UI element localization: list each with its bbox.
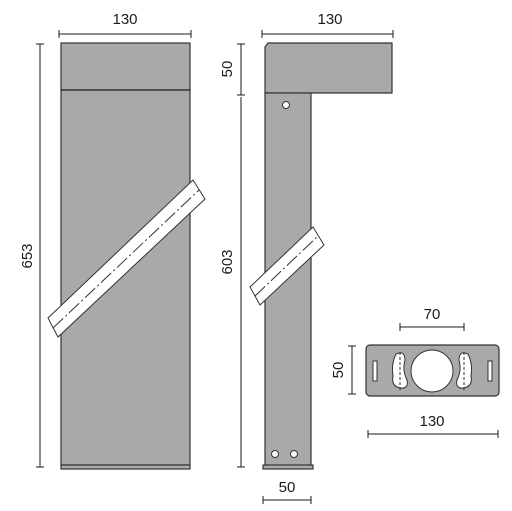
front-base-plate [60,464,191,470]
side-width-dimension: 130 [261,11,394,38]
side-bottom-bolt-right [290,450,298,458]
front-view: 130 653 [19,11,206,470]
base-center-hole [410,349,454,393]
side-head [264,42,393,94]
side-base-plate [262,464,314,470]
base-anchor-slot-left [391,352,408,389]
base-slot-left [372,360,378,382]
side-post-width-label: 50 [279,479,296,496]
base-depth-label: 50 [330,362,347,379]
base-hole-spacing-label: 70 [424,306,441,323]
side-top-bolt [282,101,290,109]
front-height-dimension: 653 [19,43,44,468]
base-depth-dimension: 50 [330,345,356,395]
base-slot-right [487,360,493,382]
front-break-centerline [52,189,200,329]
side-post-height-label: 603 [219,249,236,274]
side-bottom-bolt-left [271,450,279,458]
side-view: 130 50 603 50 [219,11,394,504]
side-break-centerline [254,235,319,297]
front-post [60,89,191,466]
side-head-dimension: 50 [219,43,245,96]
base-plate-view: 70 50 130 [330,306,500,438]
side-post-width-dimension: 50 [262,479,312,504]
base-hole-spacing-dimension: 70 [399,306,465,331]
side-break-band [249,226,325,306]
side-post [264,92,312,468]
side-head-label: 50 [219,61,236,78]
base-anchor-slot-right [456,352,473,389]
front-width-label: 130 [112,11,137,28]
base-width-dimension: 130 [367,413,499,438]
side-post-height-dimension: 603 [219,97,245,468]
front-head [60,42,191,91]
front-width-dimension: 130 [58,11,192,38]
base-width-label: 130 [419,413,444,430]
front-height-label: 653 [19,243,36,268]
side-width-label: 130 [317,11,342,28]
